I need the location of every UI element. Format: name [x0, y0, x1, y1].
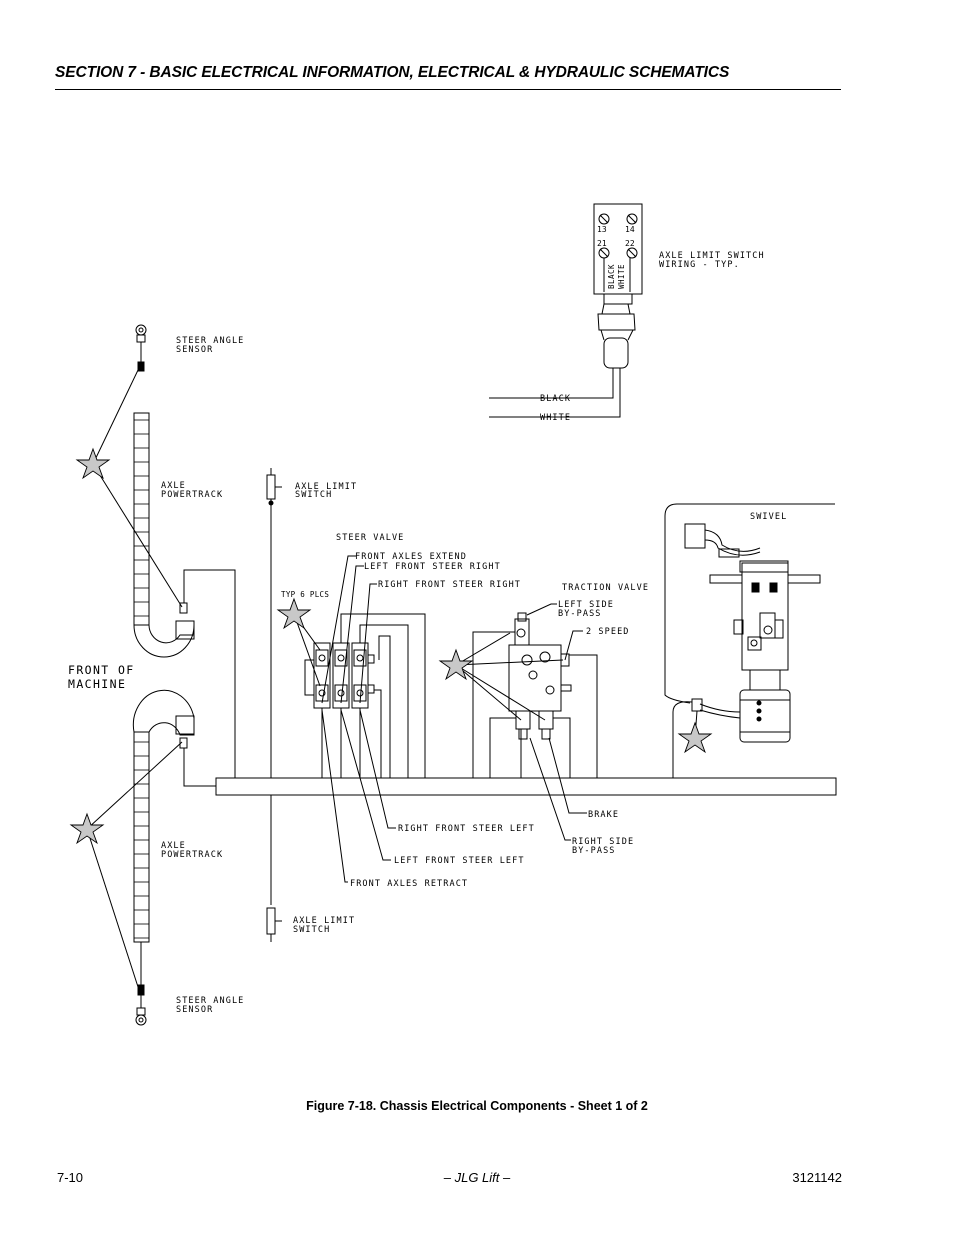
label-axle-limit-switch-wiring-1: AXLE LIMIT SWITCH: [659, 251, 765, 261]
label-front-of-machine-2: MACHINE: [68, 677, 126, 691]
label-front-axles-retract: FRONT AXLES RETRACT: [350, 879, 468, 889]
wire-label-white-vertical: WHITE: [617, 264, 626, 289]
figure-caption: Figure 7-18. Chassis Electrical Componen…: [306, 1099, 648, 1113]
label-axle-limit-switch-bottom-1: AXLE LIMIT: [293, 916, 355, 926]
label-steer-angle-sensor-top-1: STEER ANGLE: [176, 336, 244, 346]
document-number: 3121142: [792, 1170, 842, 1185]
terminal-13: 13: [597, 225, 607, 234]
terminal-14: 14: [625, 225, 635, 234]
label-left-side-bypass-1: LEFT SIDE: [558, 600, 614, 610]
axle-limit-switch-wiring-detail: [489, 203, 643, 418]
wire-label-white: WHITE: [540, 413, 571, 423]
label-steer-angle-sensor-bottom-1: STEER ANGLE: [176, 996, 244, 1006]
footer-publisher: – JLG Lift –: [443, 1170, 511, 1185]
terminal-21: 21: [597, 239, 607, 248]
star-marker-1: [75, 447, 111, 480]
label-axle-powertrack-top-2: POWERTRACK: [161, 490, 223, 500]
star-marker-5: [677, 721, 713, 754]
label-axle-limit-switch-wiring-2: WIRING - TYP.: [659, 260, 740, 270]
star-marker-2: [69, 812, 105, 845]
axle-limit-switch-bottom: [266, 795, 282, 942]
label-right-front-steer-left: RIGHT FRONT STEER LEFT: [398, 824, 535, 834]
chassis-beam: [215, 777, 837, 796]
axle-powertrack-top: [133, 412, 236, 778]
label-swivel: SWIVEL: [750, 512, 787, 522]
label-axle-limit-switch-bottom-2: SWITCH: [293, 925, 330, 935]
label-traction-valve: TRACTION VALVE: [562, 583, 649, 593]
traction-valve: [455, 603, 598, 841]
label-left-front-steer-left: LEFT FRONT STEER LEFT: [394, 856, 525, 866]
label-brake: BRAKE: [588, 810, 619, 820]
label-front-axles-extend: FRONT AXLES EXTEND: [355, 552, 467, 562]
steer-valve: [293, 555, 426, 883]
label-front-of-machine-1: FRONT OF: [68, 663, 135, 677]
label-left-side-bypass-2: BY-PASS: [558, 609, 602, 619]
label-steer-angle-sensor-bottom-2: SENSOR: [176, 1005, 213, 1015]
steer-angle-sensor-top: [135, 324, 147, 372]
label-axle-powertrack-bottom-1: AXLE: [161, 841, 186, 851]
label-right-side-bypass-1: RIGHT SIDE: [572, 837, 634, 847]
wire-label-black-vertical: BLACK: [607, 264, 616, 289]
star-marker-3: [276, 597, 312, 630]
label-steer-valve: STEER VALVE: [336, 533, 404, 543]
label-axle-limit-switch-top-2: SWITCH: [295, 490, 332, 500]
swivel: [664, 503, 835, 779]
label-right-side-bypass-2: BY-PASS: [572, 846, 616, 856]
label-typ-6-plcs: TYP 6 PLCS: [281, 590, 329, 599]
label-axle-limit-switch-top-1: AXLE LIMIT: [295, 482, 357, 492]
label-2-speed: 2 SPEED: [586, 627, 630, 637]
terminal-22: 22: [625, 239, 635, 248]
wire-label-black: BLACK: [540, 394, 571, 404]
title-rule: [55, 89, 841, 90]
label-steer-angle-sensor-top-2: SENSOR: [176, 345, 213, 355]
star-marker-4: [438, 648, 474, 681]
page-number: 7-10: [57, 1170, 84, 1185]
steer-angle-sensor-bottom: [135, 942, 147, 1026]
label-axle-powertrack-bottom-2: POWERTRACK: [161, 850, 223, 860]
label-right-front-steer-right: RIGHT FRONT STEER RIGHT: [378, 580, 521, 590]
axle-powertrack-bottom: [132, 689, 216, 943]
axle-limit-switch-top: [266, 468, 282, 778]
label-left-front-steer-right: LEFT FRONT STEER RIGHT: [364, 562, 501, 572]
section-title: SECTION 7 - BASIC ELECTRICAL INFORMATION…: [55, 64, 730, 81]
label-axle-powertrack-top-1: AXLE: [161, 481, 186, 491]
